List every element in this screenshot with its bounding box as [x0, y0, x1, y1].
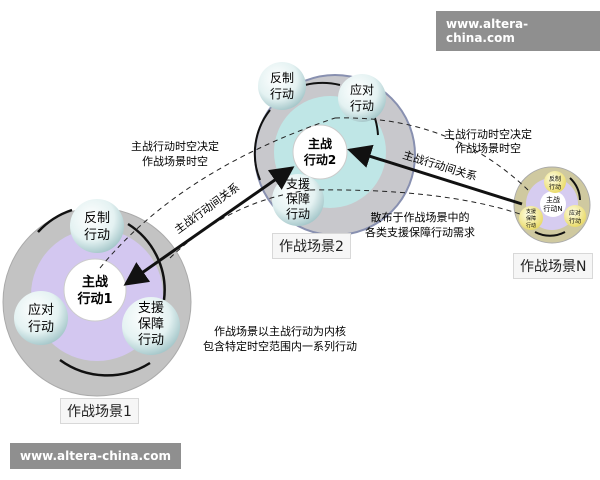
- watermark-top: www.altera-china.com: [436, 11, 600, 51]
- main-action-2-line2: 行动2: [303, 152, 336, 167]
- support-action-1-line2: 保障: [138, 317, 164, 332]
- response-action-2-line1: 应对: [350, 82, 374, 97]
- support-action-2-line3: 行动: [286, 207, 310, 221]
- support-action-1-node: [122, 297, 180, 355]
- support-action-1-line3: 行动: [138, 333, 164, 348]
- response-action-2-line2: 行动: [350, 99, 374, 113]
- support-action-n-line3: 行动: [526, 222, 536, 229]
- scene-1: 主战 行动1 反制 行动 应对 行动 支援 保障 行动: [2, 199, 192, 397]
- spacetime-dashed-curve-right: [334, 117, 529, 191]
- support-action-1-line1: 支援: [138, 301, 164, 316]
- counter-action-n-line2: 行动: [549, 183, 561, 191]
- main-action-1-line2: 行动1: [76, 291, 112, 307]
- counter-action-n-node: [544, 171, 566, 193]
- core-line2: 包含特定时空范围内一系列行动: [203, 339, 357, 353]
- support-needs-line1: 散布于作战场景中的: [371, 210, 470, 224]
- relation-arrow-1-2: [123, 166, 295, 286]
- scene-2: 主战 行动2 反制 行动 应对 行动 支援 保障 行动: [253, 62, 416, 236]
- counter-action-n-line1: 反制: [549, 175, 561, 183]
- counter-action-2-line2: 行动: [270, 87, 294, 101]
- spacetime-right-line1: 主战行动时空决定: [444, 127, 532, 141]
- response-action-1-line2: 行动: [28, 320, 54, 335]
- support-needs-line2: 各类支援保障行动需求: [365, 225, 475, 239]
- core-line1: 作战场景以主战行动为内核: [214, 324, 346, 338]
- response-action-2-node: [338, 74, 386, 122]
- main-action-2-node: [292, 124, 348, 180]
- support-dashed-curve-right: [309, 189, 521, 215]
- main-action-n-node: [540, 191, 566, 217]
- support-action-n-line2: 保障: [526, 215, 536, 222]
- main-action-1-node: [63, 258, 127, 322]
- main-action-2-line1: 主战: [308, 136, 332, 151]
- main-action-n-line2: 行动N: [543, 204, 562, 213]
- counter-action-1-line2: 行动: [84, 228, 110, 243]
- response-action-n-line1: 应对: [569, 209, 581, 217]
- watermark-bottom: www.altera-china.com: [10, 443, 181, 469]
- scene-1-label: 作战场景1: [60, 398, 139, 424]
- counter-action-2-line1: 反制: [270, 71, 294, 85]
- response-action-n-node: [564, 205, 586, 227]
- support-action-2-line1: 支援: [286, 177, 310, 191]
- counter-action-1-line1: 反制: [84, 211, 110, 226]
- main-action-n-line1: 主战: [546, 195, 560, 204]
- support-action-n-node: [519, 206, 543, 230]
- main-action-1-line1: 主战: [82, 274, 108, 290]
- relation-arrow-n-2: [347, 144, 523, 206]
- support-action-n-line1: 支援: [526, 208, 536, 215]
- response-action-1-node: [14, 291, 68, 345]
- spacetime-right-line2: 作战场景时空: [455, 141, 521, 155]
- response-action-1-line1: 应对: [28, 302, 54, 318]
- scene-n-label: 作战场景N: [513, 253, 594, 279]
- response-action-n-line2: 行动: [569, 217, 581, 225]
- counter-action-1-node: [70, 199, 124, 253]
- scene-2-label: 作战场景2: [272, 233, 351, 259]
- spacetime-left-line1: 主战行动时空决定: [131, 139, 219, 153]
- spacetime-left-line2: 作战场景时空: [142, 154, 208, 168]
- scene-n: 主战 行动N 反制 行动 应对 行动 支援 保障 行动: [513, 166, 591, 244]
- counter-action-2-node: [258, 62, 306, 110]
